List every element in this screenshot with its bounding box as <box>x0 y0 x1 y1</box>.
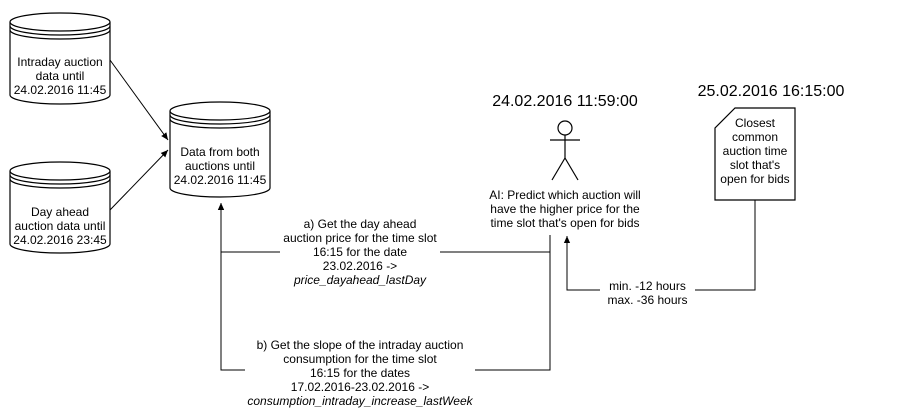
merged-line-1: Data from both <box>180 145 260 159</box>
edge-b-line-4: 17.02.2016-23.02.2016 -> <box>290 380 430 394</box>
dayahead-to-merged-arrow <box>109 149 169 211</box>
note-line-5: open for bids <box>720 172 790 186</box>
edge-a-line-1: a) Get the day ahead <box>303 217 417 231</box>
intraday-data-cylinder <box>9 12 111 105</box>
edge-b-line-1: b) Get the slope of the intraday auction <box>256 338 464 352</box>
edge-a-variable: price_dayahead_lastDay <box>293 273 427 287</box>
intraday-cylinder-label: Intraday auction data until 24.02.2016 1… <box>10 55 110 97</box>
edge-a-line-3: 16:15 for the date <box>312 245 408 259</box>
actor-caption-line-2: have the higher price for the <box>490 202 640 216</box>
ai-timestamp-text: 24.02.2016 11:59:00 <box>492 93 638 110</box>
edge-b-label: b) Get the slope of the intraday auction… <box>235 338 485 408</box>
actor-caption-line-3: time slot that's open for bids <box>490 216 640 230</box>
note-line-2: common <box>731 130 778 144</box>
dayahead-line-1: Day ahead <box>30 205 90 219</box>
merged-line-2: auctions until <box>184 159 256 173</box>
edge-b-line-3: 16:15 for the dates <box>309 366 411 380</box>
intraday-line-1: Intraday auction <box>17 55 103 69</box>
merged-line-3: 24.02.2016 11:45 <box>173 173 267 187</box>
intraday-line-3: 24.02.2016 11:45 <box>13 83 107 97</box>
note-line-4: slot that's <box>729 158 781 172</box>
intraday-line-2: data until <box>35 69 85 83</box>
ai-actor-figure <box>550 120 580 181</box>
range-line-2: max. -36 hours <box>607 293 688 307</box>
merged-data-cylinder <box>169 101 271 198</box>
edge-a-label: a) Get the day ahead auction price for t… <box>272 217 448 287</box>
auction-timestamp-text: 25.02.2016 16:15:00 <box>697 83 845 100</box>
actor-caption-line-1: AI: Predict which auction will <box>489 188 641 202</box>
actor-caption: AI: Predict which auction will have the … <box>475 188 655 230</box>
dayahead-cylinder-label: Day ahead auction data until 24.02.2016 … <box>10 205 110 247</box>
note-text: Closest common auction time slot that's … <box>715 116 795 186</box>
note-line-3: auction time <box>722 144 788 158</box>
edge-a-line-2: auction price for the time slot <box>283 231 437 245</box>
dayahead-line-2: auction data until <box>14 219 106 233</box>
range-line-1: min. -12 hours <box>609 279 686 293</box>
edge-a-line-4: 23.02.2016 -> <box>322 259 398 273</box>
auction-timestamp: 25.02.2016 16:15:00 <box>686 83 856 101</box>
ai-timestamp: 24.02.2016 11:59:00 <box>480 93 650 111</box>
edge-b-line-2: consumption for the time slot <box>283 352 437 366</box>
edge-b-variable: consumption_intraday_increase_lastWeek <box>247 394 473 408</box>
intraday-to-merged-arrow <box>109 59 169 141</box>
dayahead-line-3: 24.02.2016 23:45 <box>13 233 107 247</box>
note-line-1: Closest <box>734 116 775 130</box>
time-range-label: min. -12 hours max. -36 hours <box>595 279 700 307</box>
merged-cylinder-label: Data from both auctions until 24.02.2016… <box>170 145 270 187</box>
dayahead-data-cylinder <box>9 161 111 254</box>
